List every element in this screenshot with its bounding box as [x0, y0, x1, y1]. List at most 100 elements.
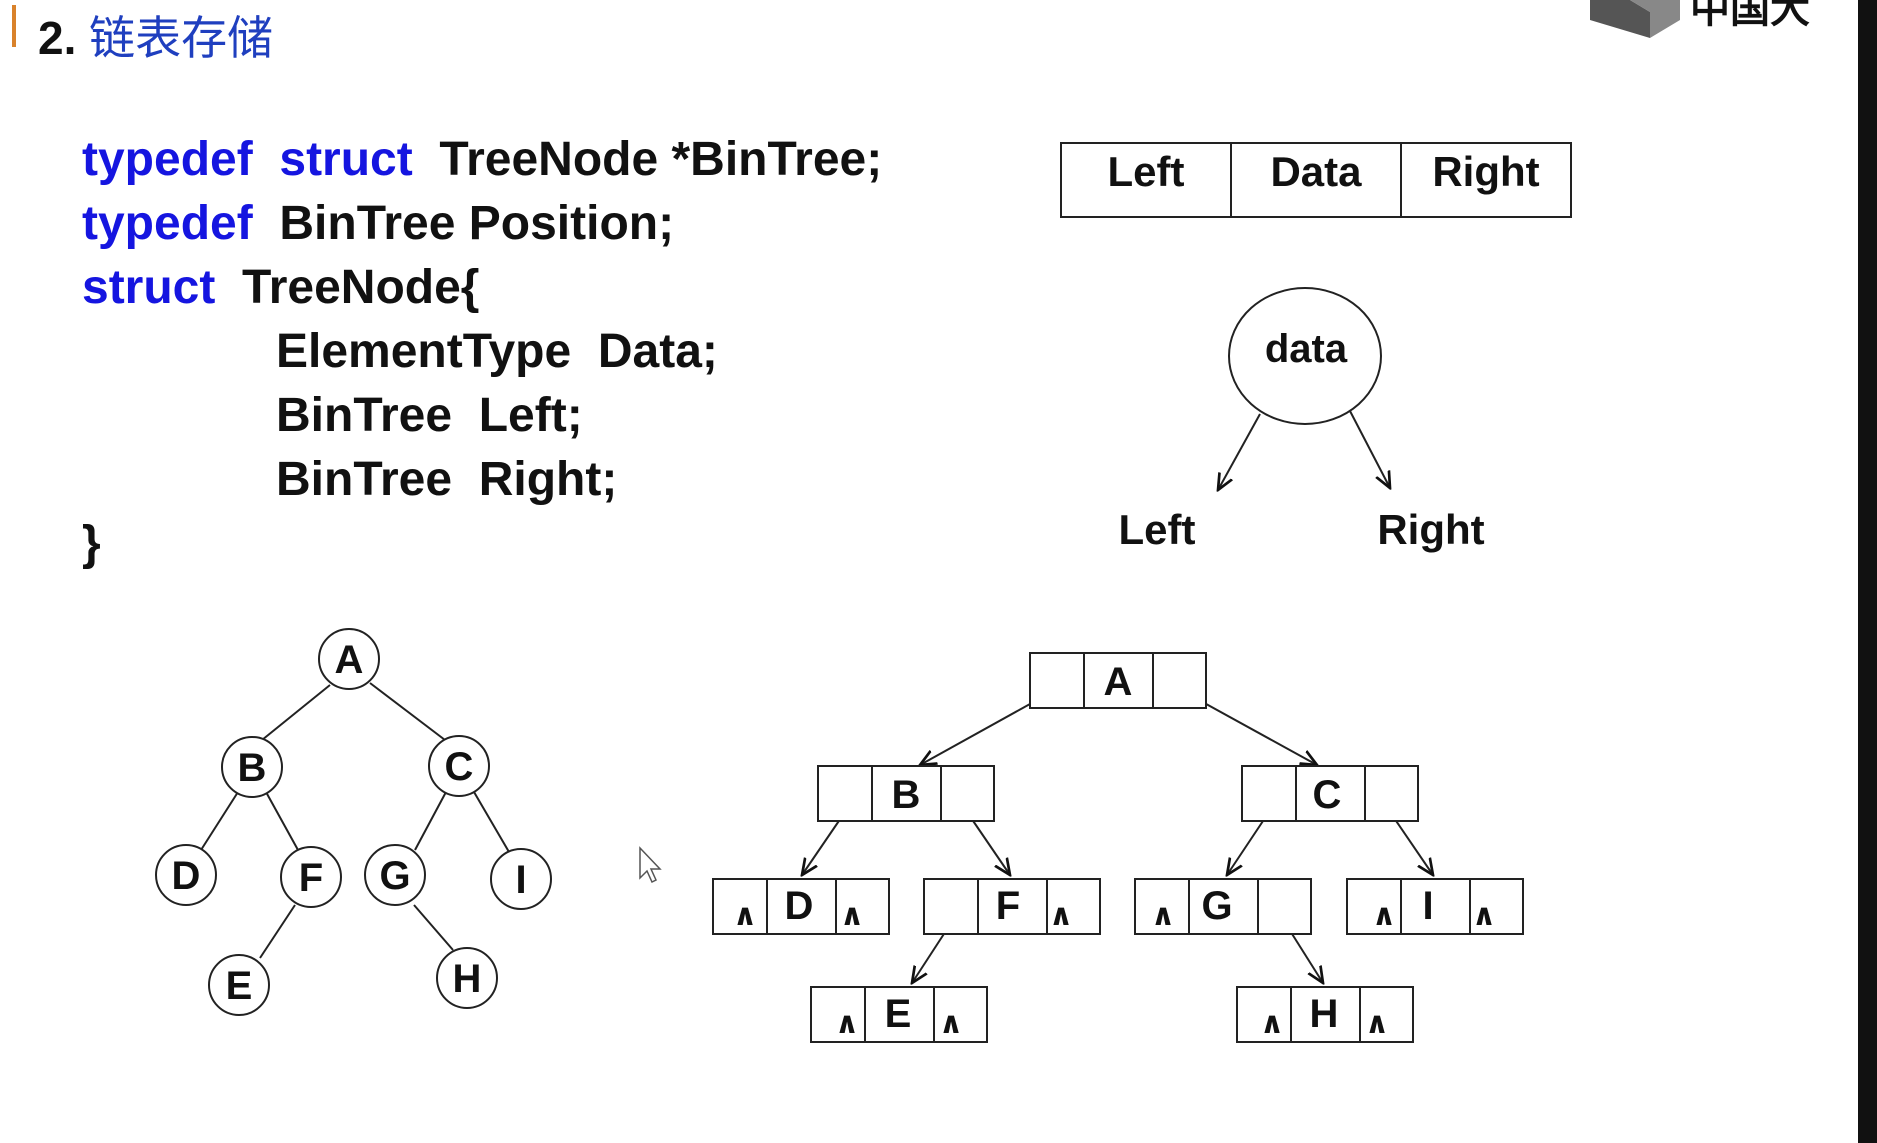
null-pointer-left: ∧: [1151, 899, 1175, 932]
slide-title: 2. 链表存储: [38, 2, 273, 68]
keyword: typedef: [82, 133, 253, 186]
pointer-arrow: [802, 811, 846, 875]
tree-node-label: I: [515, 858, 526, 902]
pointer-arrow: [1389, 811, 1433, 875]
code-line: }: [82, 517, 101, 570]
node-box: [1029, 652, 1207, 709]
tree-edge: [473, 791, 510, 853]
null-pointer-right: ∧: [1049, 899, 1073, 932]
title-text: 链表存储: [89, 11, 274, 65]
node-box: [1241, 765, 1419, 822]
linked-node-c: C: [1241, 765, 1419, 822]
mouse-cursor-icon: [639, 846, 662, 884]
tree-node-g: [364, 844, 426, 906]
linked-node-a: A: [1029, 652, 1207, 709]
null-pointer-right: ∧: [840, 899, 864, 932]
code-line: struct TreeNode{: [82, 256, 882, 320]
node-data: C: [1313, 773, 1342, 817]
tree-node-label: H: [453, 957, 482, 1001]
linked-tree: A B C ∧ D ∧: [712, 652, 1524, 1043]
tree-node-a: [318, 628, 380, 690]
keyword: struct: [279, 133, 413, 186]
code-line: typedef BinTree Position;: [82, 192, 882, 256]
node-data: I: [1422, 884, 1433, 928]
left-child-label: Left: [1119, 506, 1196, 553]
code-line: ElementType Data;: [276, 325, 718, 378]
pointer-arrow: [1227, 811, 1270, 875]
node-data: G: [1201, 884, 1232, 928]
node-box: [817, 765, 995, 822]
code-text: BinTree Position;: [279, 197, 675, 250]
pointer-arrow: [966, 811, 1010, 875]
tree-edge: [200, 791, 239, 851]
tree-node-f: [280, 846, 342, 908]
node-box: [810, 986, 988, 1043]
tree-edge: [369, 682, 446, 741]
tree-edge: [261, 684, 331, 741]
watermark-logo: 中国大: [1590, 0, 1810, 38]
pointer-arrow: [920, 693, 1049, 765]
node-data: A: [1104, 660, 1133, 704]
tree-edge: [259, 904, 296, 959]
null-pointer-right: ∧: [939, 1007, 963, 1040]
field-right: Right: [1432, 148, 1539, 195]
field-left: Left: [1108, 148, 1185, 195]
left-arrow: [1218, 413, 1261, 490]
tree-edge: [413, 904, 454, 951]
right-child-label: Right: [1377, 506, 1484, 553]
code-line: typedef struct TreeNode *BinTree;: [82, 128, 882, 192]
tree-node-label: E: [226, 964, 253, 1008]
node-box: [1346, 878, 1524, 935]
tree-node-label: G: [379, 854, 410, 898]
null-pointer-left: ∧: [835, 1007, 859, 1040]
code-block: typedef struct TreeNode *BinTree; typede…: [82, 128, 882, 576]
tree-edge: [414, 791, 447, 851]
title-accent-bar: [12, 5, 16, 47]
node-data: H: [1310, 992, 1339, 1036]
node-box: [712, 878, 890, 935]
node-data: F: [996, 884, 1020, 928]
data-circle: [1228, 287, 1382, 425]
linked-node-f: F ∧: [923, 878, 1101, 935]
node-structure: Left Data Right: [1060, 142, 1572, 218]
linked-node-h: ∧ H ∧: [1236, 986, 1414, 1043]
window-edge: [1858, 0, 1877, 1143]
right-arrow: [1349, 410, 1390, 488]
linked-node-d: ∧ D ∧: [712, 878, 890, 935]
keyword: typedef: [82, 197, 253, 250]
linked-node-i: ∧ I ∧: [1346, 878, 1524, 935]
node-data: B: [892, 773, 921, 817]
field-data: Data: [1270, 148, 1362, 195]
null-pointer-right: ∧: [1472, 899, 1496, 932]
tree-node-c: [428, 735, 490, 797]
linked-node-g: ∧ G: [1134, 878, 1312, 935]
title-number: 2.: [38, 12, 77, 64]
code-text: TreeNode *BinTree;: [439, 133, 883, 186]
keyword: struct: [82, 261, 216, 314]
tree-edge: [265, 791, 299, 851]
tree-node-label: B: [238, 746, 267, 790]
tree-node-label: A: [335, 638, 364, 682]
null-pointer-left: ∧: [733, 899, 757, 932]
pointer-arrow: [1187, 693, 1317, 765]
node-box: [923, 878, 1101, 935]
null-pointer-left: ∧: [1372, 899, 1396, 932]
tree-node-i: [490, 848, 552, 910]
null-pointer-left: ∧: [1260, 1007, 1284, 1040]
code-text: TreeNode{: [242, 261, 480, 314]
node-box: [1134, 878, 1312, 935]
tree-node-b: [221, 736, 283, 798]
node-box: [1236, 986, 1414, 1043]
circle-label: data: [1265, 327, 1348, 371]
binary-tree: A B C D F G I E H: [155, 628, 552, 1016]
code-line: BinTree Right;: [276, 453, 618, 506]
code-line: BinTree Left;: [276, 389, 583, 442]
tree-node-e: [208, 954, 270, 1016]
tree-node-label: F: [299, 856, 323, 900]
tree-node-label: D: [172, 854, 201, 898]
tree-node-label: C: [445, 745, 474, 789]
tree-node-d: [155, 844, 217, 906]
node-circle-diagram: data Left Right: [1119, 287, 1485, 553]
null-pointer-right: ∧: [1365, 1007, 1389, 1040]
